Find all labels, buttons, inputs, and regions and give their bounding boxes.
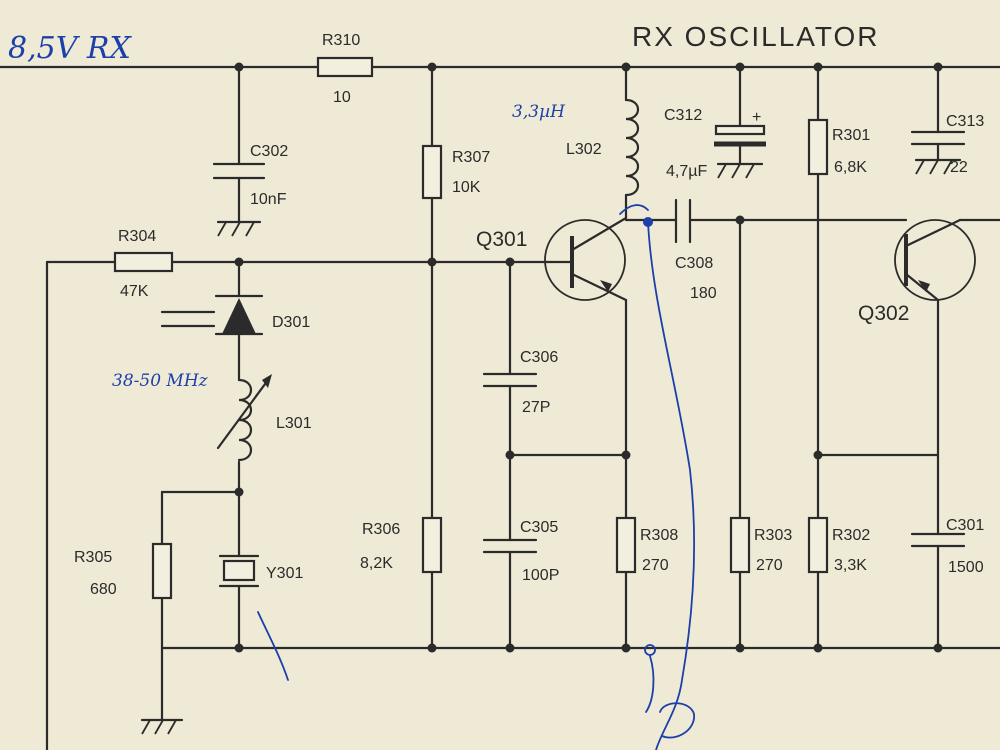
c313-ref: C313 [946, 113, 984, 130]
r303-ref: R303 [754, 527, 792, 544]
l301-ref: L301 [276, 415, 312, 432]
ground-icon [716, 162, 764, 179]
r305-value: 680 [90, 581, 117, 598]
ground-icon [216, 220, 262, 237]
varicap-diode-d301: D301 [160, 294, 310, 336]
electrolytic-capacitor-c312: + C312 4,7µF [664, 107, 766, 180]
resistor-r308: R308 270 [615, 516, 678, 574]
r305-ref: R305 [74, 549, 112, 566]
q301-ref: Q301 [476, 228, 527, 251]
r304-value: 47K [120, 283, 149, 300]
resistor-r307: R307 10K [421, 144, 490, 200]
svg-text:+: + [752, 109, 761, 126]
l302-ref: L302 [566, 141, 602, 158]
handwritten-annotations: 8,5V RX 3,3µH 38-50 MHz [8, 31, 696, 750]
r307-ref: R307 [452, 149, 490, 166]
capacitor-c306: C306 27P [482, 349, 558, 416]
schematic-title: RX OSCILLATOR [632, 21, 879, 52]
r306-ref: R306 [362, 521, 400, 538]
capacitor-c305: C305 100P [482, 519, 559, 584]
resistor-r302: R302 3,3K [807, 516, 870, 574]
c308-ref: C308 [675, 255, 713, 272]
junctions [234, 62, 943, 653]
c305-value: 100P [522, 567, 559, 584]
r302-value: 3,3K [834, 557, 867, 574]
c302-value: 10nF [250, 191, 287, 208]
y301-ref: Y301 [266, 565, 303, 582]
c301-ref: C301 [946, 517, 984, 534]
r308-value: 270 [642, 557, 669, 574]
c312-ref: C312 [664, 107, 702, 124]
c312-value: 4,7µF [666, 163, 707, 180]
inductance-note: 3,3µH [512, 102, 566, 122]
r308-ref: R308 [640, 527, 678, 544]
resistor-r301: R301 6,8K [807, 118, 870, 176]
r310-value: 10 [333, 89, 351, 106]
capacitor-c301: C301 1500 [910, 517, 984, 576]
resistor-r306: R306 8,2K [360, 516, 443, 574]
c313-value: 22 [950, 159, 968, 176]
resistor-r310: R310 10 [316, 32, 374, 106]
c306-value: 27P [522, 399, 550, 416]
ground-icon [914, 158, 962, 175]
c308-value: 180 [690, 285, 717, 302]
c301-value: 1500 [948, 559, 984, 576]
inductor-l302: L302 [566, 98, 640, 197]
transistor-q302: Q302 [858, 218, 976, 325]
r301-ref: R301 [832, 127, 870, 144]
r303-value: 270 [756, 557, 783, 574]
r304-ref: R304 [118, 228, 156, 245]
c305-ref: C305 [520, 519, 558, 536]
r306-value: 8,2K [360, 555, 393, 572]
capacitor-c302: C302 10nF [212, 143, 288, 237]
capacitor-c313: C313 22 [910, 113, 984, 176]
r310-ref: R310 [322, 32, 360, 49]
d301-ref: D301 [272, 314, 310, 331]
supply-note: 8,5V RX [8, 31, 132, 66]
resistor-r304: R304 47K [113, 228, 174, 300]
r301-value: 6,8K [834, 159, 867, 176]
resistor-r303: R303 270 [729, 516, 792, 574]
crystal-y301: Y301 [218, 554, 303, 588]
variable-inductor-l301: L301 [216, 374, 312, 462]
c306-ref: C306 [520, 349, 558, 366]
r307-value: 10K [452, 179, 481, 196]
frequency-note: 38-50 MHz [112, 371, 209, 391]
resistor-r305: R305 680 [74, 542, 184, 735]
capacitor-c308: C308 180 [674, 198, 717, 302]
q302-ref: Q302 [858, 302, 909, 325]
r302-ref: R302 [832, 527, 870, 544]
transistor-q301: Q301 [476, 216, 628, 302]
ground-icon [140, 718, 184, 735]
c302-ref: C302 [250, 143, 288, 160]
